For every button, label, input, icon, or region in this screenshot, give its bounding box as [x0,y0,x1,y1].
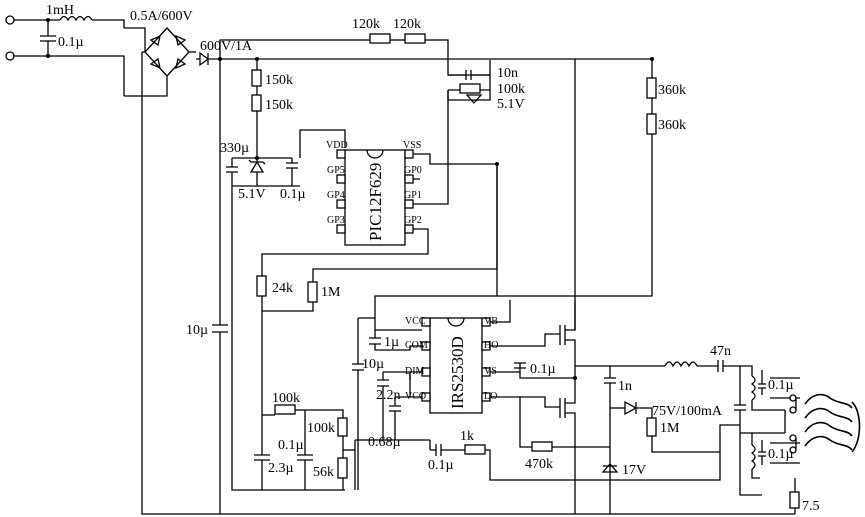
label-c22: 2.2n [376,388,401,403]
irs-pin-vb: VB [484,316,498,327]
label-c01-bot2: 0.1µ [428,458,454,473]
resistor-470k [531,441,553,452]
pic-pin-gp4: GP4 [327,190,345,201]
resistor-1M [307,281,318,303]
irs-pin-com: COM [405,340,428,351]
resistor-7-5 [789,491,800,509]
label-c10u-left: 10µ [186,323,208,338]
label-z17: 17V [622,463,646,478]
label-c068: 0.68µ [368,435,401,450]
filament-network [740,365,800,479]
irs-pin-ho: HO [484,340,498,351]
label-c01-hb: 0.1µ [530,362,556,377]
label-c330: 330µ [220,141,249,156]
capacitor-10u-bulk [212,324,228,514]
label-r56k: 56k [313,465,334,480]
label-c23: 2.3µ [268,461,294,476]
ac-terminal-bottom [5,51,15,61]
label-r1M-out: 1M [660,421,680,436]
pic-pin-vss: VSS [403,140,421,151]
resistor-120k-a [369,33,391,44]
label-r360a: 360k [658,83,686,98]
ac-terminal-top [5,15,15,25]
irs-pin-lo: LO [484,391,497,402]
resistor-24k [256,275,267,297]
label-c10u-irs: 10µ [362,357,384,372]
label-l-input: 1mH [46,3,74,18]
label-r150a: 150k [265,73,293,88]
resistor-150k-a [251,69,262,87]
label-r24k: 24k [272,281,293,296]
label-r100k-top: 100k [497,82,525,97]
bridge-rectifier [124,27,196,97]
pic-chip-name: PIC12F629 [366,163,385,241]
label-c47n: 47n [710,344,731,359]
label-r1k: 1k [460,429,474,444]
label-c01-fb: 0.1µ [768,447,794,462]
label-z51: 5.1V [238,187,266,202]
label-z75: 75V/100mA [652,404,723,419]
pic-pin-gp5: GP5 [327,165,345,176]
feedback-network [447,60,491,104]
resistor-360k-a [646,77,657,99]
resistor-120k-b [404,33,426,44]
label-r1M: 1M [321,285,341,300]
pic-supply [226,129,346,491]
irs-chip-name: IRS2530D [448,336,467,409]
label-diode-main: 600V/1A [200,39,253,54]
label-z51-top: 5.1V [497,97,525,112]
low-side-mosfet [559,378,576,514]
label-r150b: 150k [265,98,293,113]
resistor-1M-out [646,417,657,437]
resistor-1k [464,444,486,455]
label-r470k: 470k [525,457,553,472]
label-bridge: 0.5A/600V [130,9,193,24]
resistor-360k-b [646,113,657,135]
label-r100k-bot: 100k [272,391,300,406]
label-r100k-dim: 100k [307,421,335,436]
pic-pin-gp0: GP0 [404,165,422,176]
irs-pin-vco: VCO [405,391,426,402]
resonant-inductor [664,361,698,368]
label-c01-fa: 0.1µ [768,378,794,393]
label-r360b: 360k [658,118,686,133]
pic-pin-gp1: GP1 [404,190,422,201]
irs-pin-vs: VS [484,366,497,377]
irs-pin-dim: DIM [405,366,425,377]
label-r75: 7.5 [802,499,820,514]
irs-chip [421,317,491,414]
input-capacitor [40,20,56,56]
cfl-lamp [795,393,861,453]
dim-network [254,404,355,490]
input-inductor [59,15,93,22]
label-r120b: 120k [393,17,421,32]
label-c1n: 1n [618,379,632,394]
resistor-150k-b [251,94,262,112]
irs-pin-vcc: VCC [405,316,426,327]
label-c10n: 10n [497,66,518,81]
label-r120a: 120k [352,17,380,32]
label-c01-bot: 0.1µ [278,438,304,453]
label-c-input: 0.1µ [58,35,84,50]
pic-pin-vdd: VDD [326,140,348,151]
main-diode [196,51,220,67]
high-side-mosfet [559,300,576,378]
pic-pin-gp2: GP2 [404,215,422,226]
pic-pin-gp3: GP3 [327,215,345,226]
label-c01-pic: 0.1µ [280,187,306,202]
label-c1u: 1µ [384,335,399,350]
ac-input [5,15,125,96]
ground-bus [141,52,795,515]
